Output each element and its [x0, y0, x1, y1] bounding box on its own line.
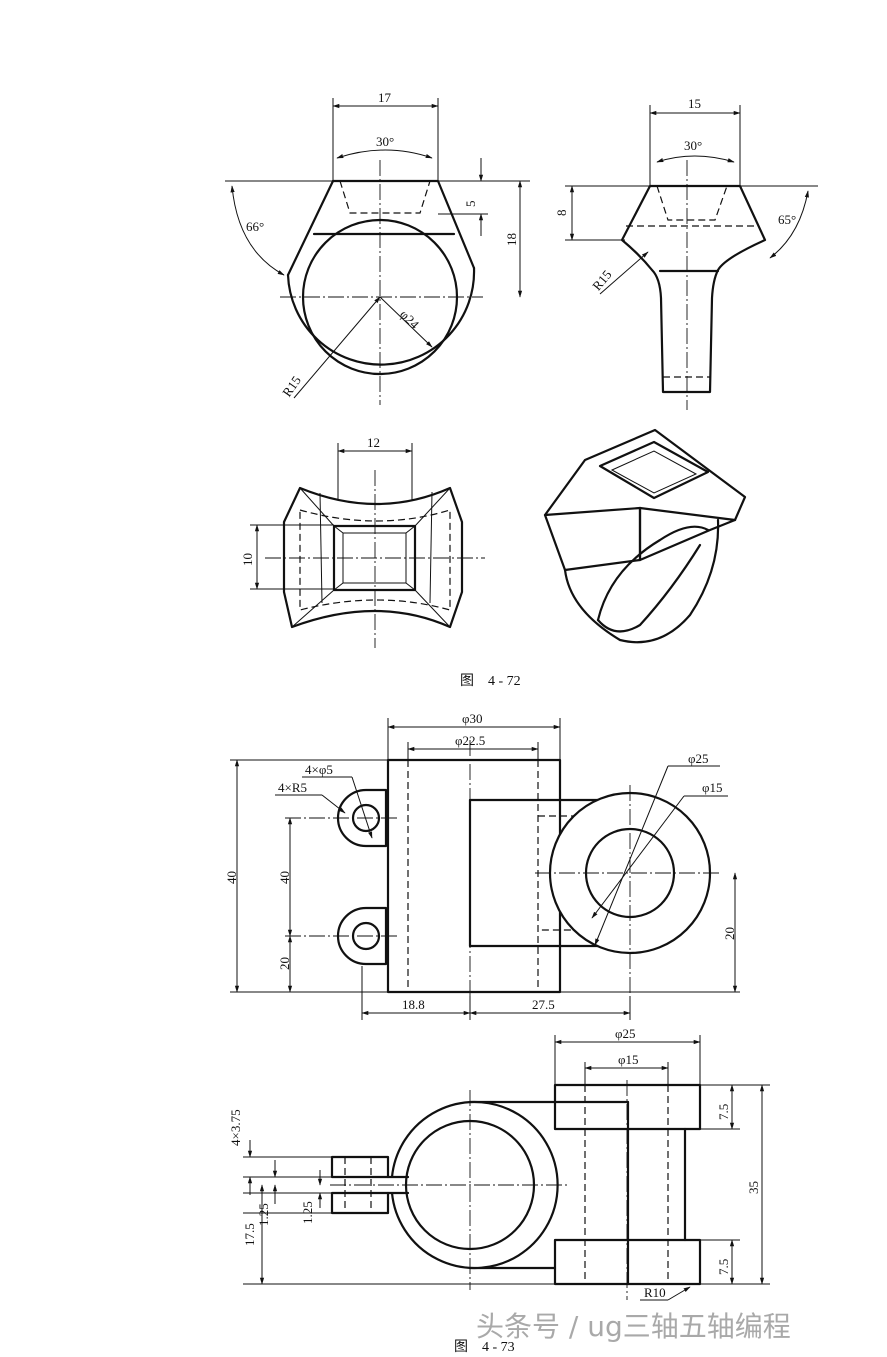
dim-10: 10 [240, 553, 255, 566]
dim-r15: R15 [279, 373, 304, 399]
dim-8: 8 [554, 210, 569, 217]
fig72-top-view: 12 10 [240, 435, 485, 648]
dim-4r5: 4×R5 [278, 780, 307, 795]
dim-18-8: 18.8 [402, 997, 425, 1012]
fig73-top-view: φ25 φ15 4×3.75 1.25 1.25 [228, 1026, 770, 1301]
dim-27-5: 27.5 [532, 997, 555, 1012]
dim-30: 30° [376, 134, 394, 149]
dim-5: 5 [463, 201, 478, 208]
dim-4x375: 4×3.75 [228, 1109, 243, 1146]
dim-30b-arc [656, 155, 735, 163]
outer-arc [286, 266, 476, 366]
iso-left [543, 506, 642, 572]
iso-hole-inner [610, 450, 698, 494]
lug-lower [330, 1191, 390, 1215]
caption-4-72: 图 4 - 72 [460, 674, 521, 689]
iso-front [638, 506, 737, 562]
dim-phi24-line [379, 296, 433, 348]
dim-12: 12 [367, 435, 380, 450]
fig72-side-view: 15 30° 8 65° R15 [554, 96, 818, 410]
dim-phi15b: φ15 [618, 1052, 639, 1067]
outline [331, 179, 476, 270]
fig72-front-view: 17 30° 66° 5 18 φ24 R15 [225, 90, 530, 405]
dim-40: 40 [224, 871, 239, 884]
outline [620, 184, 767, 394]
hidden-slot [339, 180, 431, 214]
dim-30b: 30° [684, 138, 702, 153]
dim-20: 20 [277, 957, 292, 970]
dim-r15b: R15 [589, 267, 614, 293]
dim-66: 66° [246, 219, 264, 234]
dim-40b: 40 [277, 871, 292, 884]
hidden-outline [299, 509, 451, 611]
iso-top [543, 428, 747, 522]
dim-125b: 1.25 [300, 1201, 315, 1224]
outline [286, 179, 335, 277]
iso-hole [598, 440, 710, 500]
dim-125a: 1.25 [256, 1203, 271, 1226]
dim-phi15: φ15 [702, 780, 723, 795]
dim-66-arc [230, 185, 285, 276]
iso-ring-inner [596, 525, 710, 622]
dim-30-arc [336, 149, 433, 159]
fig72-iso-view [543, 428, 747, 644]
dim-18: 18 [504, 233, 519, 246]
dim-r15-line [293, 296, 381, 399]
dim-phi30: φ30 [462, 711, 483, 726]
dim-phi25b: φ25 [615, 1026, 636, 1041]
dim-7-5a: 7.5 [716, 1104, 731, 1120]
dim-r10: R10 [644, 1285, 666, 1300]
dim-15: 15 [688, 96, 701, 111]
dim-7-5b: 7.5 [716, 1259, 731, 1275]
dim-65: 65° [778, 212, 796, 227]
cylinder-body [386, 758, 562, 994]
dim-r15b-line [599, 251, 649, 295]
hidden-slot [656, 185, 728, 221]
dim-17-5: 17.5 [242, 1223, 257, 1246]
lug-lower [336, 906, 388, 966]
watermark: 头条号 / ug三轴五轴编程 [476, 1310, 791, 1343]
lug-upper [330, 1155, 390, 1179]
dim-65-arc [769, 190, 809, 259]
dim-4phi5: 4×φ5 [305, 762, 333, 777]
dim-phi25: φ25 [688, 751, 709, 766]
caption-4-73: 图 4 - 73 [454, 1340, 515, 1355]
iso-ring-edge [596, 543, 702, 633]
iso-ring-outer [563, 518, 720, 644]
dim-35: 35 [746, 1181, 761, 1194]
dim-17: 17 [378, 90, 392, 105]
dim-phi24: φ24 [397, 307, 422, 332]
dim-20b: 20 [722, 927, 737, 940]
fig73-front-view: φ30 φ22.5 4×φ5 4×R5 φ25 φ15 [224, 711, 740, 1020]
